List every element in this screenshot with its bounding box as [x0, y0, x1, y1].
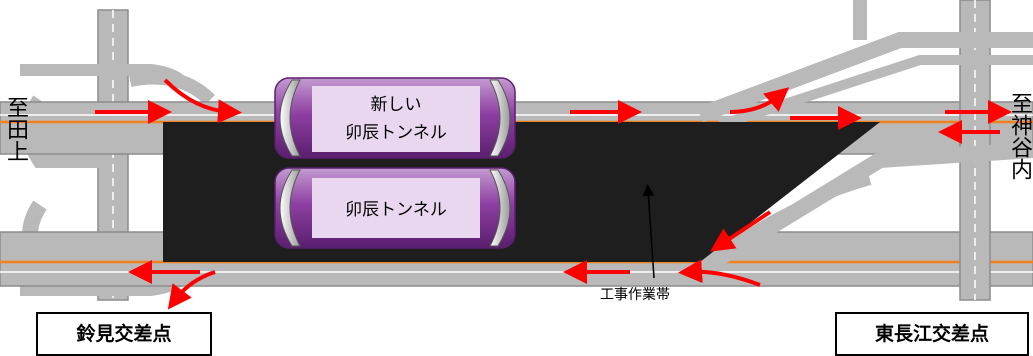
arrow-exit-ramp [729, 87, 790, 114]
arrow-ramp-in [678, 259, 761, 287]
right-intersection-label: 東長江交差点 [835, 312, 1029, 356]
traffic-arrows [95, 78, 1012, 310]
work-zone-label: 工事作業帯 [600, 287, 670, 303]
new-tunnel: 新しい 卯辰トンネル [274, 77, 516, 159]
old-tunnel-label: 卯辰トンネル [345, 200, 447, 220]
new-tunnel-label-line1: 新しい [371, 95, 422, 115]
arrow-merge-left [163, 78, 242, 124]
right-direction-label: 至神谷内 [1007, 92, 1032, 180]
new-tunnel-label-line2: 卯辰トンネル [345, 123, 447, 143]
left-intersection-label: 鈴見交差点 [36, 312, 212, 356]
arrow-exit-left [167, 270, 216, 310]
old-tunnel: 卯辰トンネル [274, 167, 516, 249]
arrow-merge-right [709, 210, 772, 252]
left-direction-label: 至田上 [3, 96, 28, 162]
work-zone-pointer [642, 184, 655, 279]
